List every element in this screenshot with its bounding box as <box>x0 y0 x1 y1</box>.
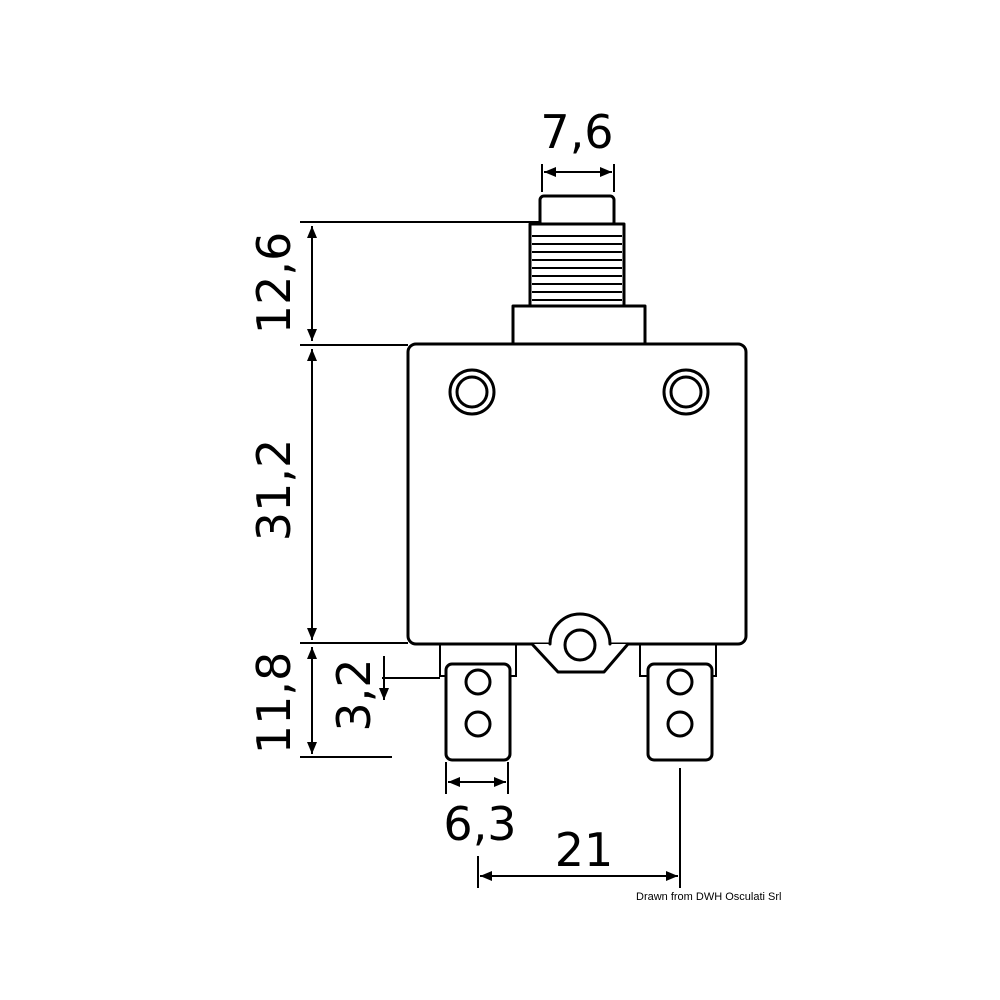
dim-label-terminal-offset: 3,2 <box>327 658 381 731</box>
dimension-terminal-spacing: 21 <box>477 768 681 888</box>
mounting-hole-right <box>662 368 710 416</box>
dim-label-button-height: 12,6 <box>247 232 301 334</box>
dimension-terminal-width: 6,3 <box>443 762 517 851</box>
dimension-terminal-length: 11,8 <box>247 647 317 754</box>
dimension-button-width: 7,6 <box>540 105 615 192</box>
dimension-terminal-offset: 3,2 <box>327 656 440 732</box>
thread-lines <box>532 235 622 301</box>
dim-label-button-width: 7,6 <box>540 105 613 159</box>
mounting-hole-left <box>448 368 496 416</box>
dim-label-body-height: 31,2 <box>247 439 301 541</box>
center-boss-hole <box>563 628 597 662</box>
button-cap <box>538 194 616 228</box>
dim-label-terminal-length: 11,8 <box>247 652 301 754</box>
drawing-credit: Drawn from DWH Osculati Srl <box>636 891 781 903</box>
dimension-button-height: 12,6 <box>247 226 317 341</box>
push-button <box>511 194 647 348</box>
button-collar <box>511 304 647 348</box>
dimension-body-height: 31,2 <box>247 349 317 640</box>
dim-label-terminal-spacing: 21 <box>555 823 614 877</box>
terminals <box>439 643 717 762</box>
center-boss <box>530 642 630 674</box>
dim-label-terminal-width: 6,3 <box>443 797 516 851</box>
breaker-body <box>406 342 748 674</box>
